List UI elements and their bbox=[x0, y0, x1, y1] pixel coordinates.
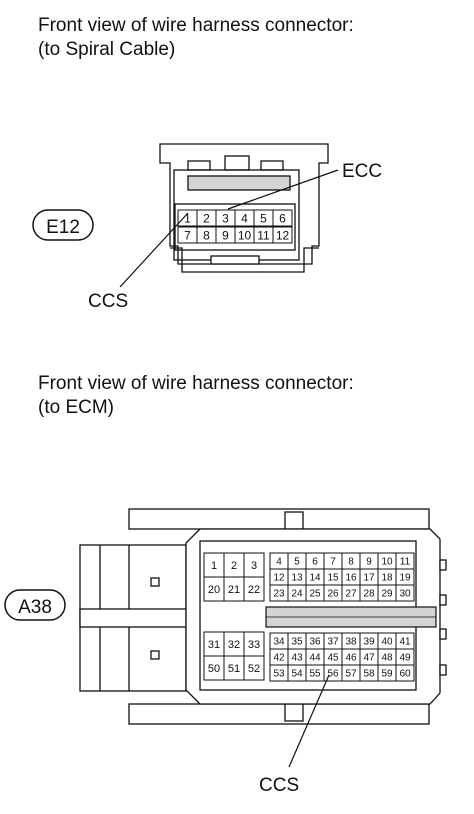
pin-number: 59 bbox=[381, 669, 393, 680]
pin-number: 40 bbox=[381, 637, 393, 648]
pin-number: 57 bbox=[345, 669, 357, 680]
pin-number: 27 bbox=[345, 589, 357, 600]
pin-number: 31 bbox=[208, 639, 220, 651]
pin-number: 38 bbox=[345, 637, 357, 648]
pin-number: 13 bbox=[291, 573, 303, 584]
pin-number: 12 bbox=[276, 228, 290, 242]
pin-number: 44 bbox=[309, 653, 321, 664]
a38-badge-text: A38 bbox=[18, 597, 52, 618]
e12-caption: Front view of wire harness connector: (t… bbox=[38, 14, 354, 62]
pin-number: 9 bbox=[366, 557, 372, 568]
pin-number: 16 bbox=[345, 573, 357, 584]
a38-caption-line1: Front view of wire harness connector: bbox=[38, 373, 354, 394]
pin-number: 19 bbox=[399, 573, 411, 584]
pin-number: 60 bbox=[399, 669, 411, 680]
pin-number: 48 bbox=[381, 653, 393, 664]
pin-number: 9 bbox=[222, 228, 229, 242]
pin-number: 37 bbox=[327, 637, 339, 648]
pin-number: 21 bbox=[228, 584, 240, 596]
pin-cell bbox=[395, 664, 415, 682]
pin-number: 15 bbox=[327, 573, 339, 584]
pin-number: 25 bbox=[309, 589, 321, 600]
pin-number: 32 bbox=[228, 639, 240, 651]
pin-number: 30 bbox=[399, 589, 411, 600]
pin-cell bbox=[395, 584, 415, 602]
pin-number: 10 bbox=[238, 228, 252, 242]
pin-number: 41 bbox=[399, 637, 411, 648]
pin-number: 4 bbox=[276, 557, 282, 568]
pin-cell bbox=[243, 576, 265, 602]
pin-number: 23 bbox=[273, 589, 285, 600]
pin-number: 10 bbox=[381, 557, 393, 568]
pin-number: 51 bbox=[228, 663, 240, 675]
pin-number: 3 bbox=[222, 211, 229, 225]
ecc-leader-line bbox=[227, 169, 339, 210]
pin-number: 58 bbox=[363, 669, 375, 680]
pin-number: 53 bbox=[273, 669, 285, 680]
pin-number: 4 bbox=[241, 211, 248, 225]
pin-number: 43 bbox=[291, 653, 303, 664]
pin-number: 35 bbox=[291, 637, 303, 648]
pin-number: 18 bbox=[381, 573, 393, 584]
pin-number: 34 bbox=[273, 637, 285, 648]
ecc-label: ECC bbox=[342, 161, 382, 182]
pin-cell bbox=[272, 226, 293, 244]
a38-badge: A38 bbox=[4, 589, 66, 621]
pin-number: 7 bbox=[330, 557, 336, 568]
pin-number: 5 bbox=[294, 557, 300, 568]
pin-number: 8 bbox=[348, 557, 354, 568]
pin-number: 5 bbox=[260, 211, 267, 225]
pin-number: 2 bbox=[231, 560, 237, 572]
pin-number: 12 bbox=[273, 573, 285, 584]
pin-number: 45 bbox=[327, 653, 339, 664]
pin-number: 2 bbox=[203, 211, 210, 225]
a38-caption: Front view of wire harness connector: (t… bbox=[38, 372, 354, 420]
pin-number: 8 bbox=[203, 228, 210, 242]
e12-connector-body bbox=[159, 143, 329, 273]
e12-badge: E12 bbox=[32, 209, 94, 241]
e12-caption-line1: Front view of wire harness connector: bbox=[38, 15, 354, 36]
pin-number: 22 bbox=[248, 584, 260, 596]
pin-number: 24 bbox=[291, 589, 303, 600]
pin-number: 39 bbox=[363, 637, 375, 648]
pin-number: 11 bbox=[400, 557, 411, 568]
pin-number: 6 bbox=[312, 557, 318, 568]
pin-number: 6 bbox=[279, 211, 286, 225]
a38-ccs-leader-line bbox=[288, 674, 330, 768]
pin-number: 56 bbox=[327, 669, 339, 680]
pin-number: 49 bbox=[399, 653, 411, 664]
a38-caption-line2: (to ECM) bbox=[38, 397, 114, 418]
a38-ccs-label: CCS bbox=[259, 775, 299, 796]
pin-number: 17 bbox=[363, 573, 375, 584]
pin-number: 1 bbox=[184, 211, 191, 225]
pin-number: 42 bbox=[273, 653, 285, 664]
pin-number: 20 bbox=[208, 584, 220, 596]
pin-number: 36 bbox=[309, 637, 321, 648]
pin-number: 29 bbox=[381, 589, 393, 600]
e12-ccs-leader-line bbox=[119, 212, 189, 288]
pin-number: 14 bbox=[309, 573, 321, 584]
pin-number: 52 bbox=[248, 663, 260, 675]
pin-number: 1 bbox=[211, 560, 217, 572]
pin-number: 3 bbox=[251, 560, 257, 572]
pin-number: 55 bbox=[309, 669, 321, 680]
pin-number: 46 bbox=[345, 653, 357, 664]
e12-badge-text: E12 bbox=[46, 217, 80, 238]
pin-number: 7 bbox=[184, 228, 191, 242]
pin-number: 47 bbox=[363, 653, 375, 664]
pin-number: 54 bbox=[291, 669, 303, 680]
e12-ccs-label: CCS bbox=[88, 291, 128, 312]
pin-number: 33 bbox=[248, 639, 260, 651]
pin-number: 26 bbox=[327, 589, 339, 600]
pin-number: 11 bbox=[257, 228, 270, 242]
pin-cell bbox=[272, 209, 293, 227]
pin-number: 50 bbox=[208, 663, 220, 675]
e12-caption-line2: (to Spiral Cable) bbox=[38, 39, 176, 60]
pin-number: 28 bbox=[363, 589, 375, 600]
pin-cell bbox=[243, 655, 265, 681]
